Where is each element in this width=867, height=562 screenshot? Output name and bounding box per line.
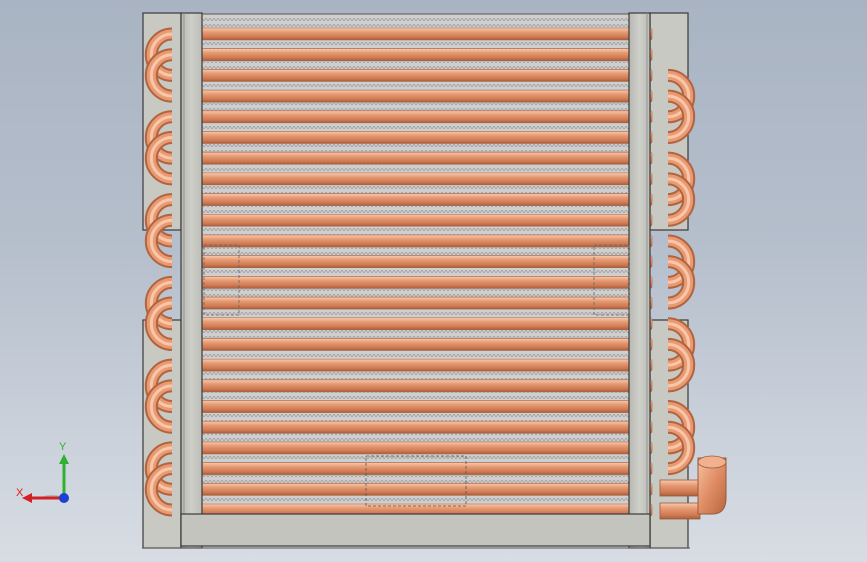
left-tube-sheet bbox=[180, 12, 203, 549]
return-bends bbox=[144, 27, 696, 517]
copper-tube bbox=[195, 89, 653, 103]
tube-bank bbox=[195, 27, 653, 525]
fin-row bbox=[200, 288, 630, 298]
fin-row bbox=[200, 81, 630, 91]
copper-tube bbox=[195, 276, 653, 289]
fin-row bbox=[200, 453, 630, 463]
fin-row bbox=[200, 122, 630, 132]
copper-tube bbox=[195, 69, 653, 82]
brackets bbox=[203, 244, 630, 316]
fin-row bbox=[200, 267, 630, 277]
fin-row bbox=[200, 164, 630, 173]
fin-row bbox=[200, 226, 630, 235]
copper-tube bbox=[195, 213, 653, 227]
copper-tube bbox=[195, 462, 653, 475]
axis-triad-graphic bbox=[22, 454, 69, 503]
copper-tube bbox=[195, 131, 653, 144]
copper-tube bbox=[195, 48, 653, 61]
copper-tube bbox=[195, 193, 653, 206]
copper-tube bbox=[195, 172, 653, 186]
copper-tube bbox=[195, 338, 653, 351]
fin-row bbox=[200, 205, 630, 215]
copper-tube bbox=[195, 483, 653, 496]
axis-triad: X Y bbox=[10, 440, 80, 510]
fin-row bbox=[200, 391, 630, 401]
copper-tube bbox=[195, 358, 653, 372]
fin-row bbox=[200, 309, 630, 318]
copper-tube bbox=[195, 234, 653, 248]
copper-tube bbox=[195, 27, 653, 41]
copper-tube bbox=[195, 379, 653, 393]
right-tube-sheet bbox=[628, 12, 651, 549]
copper-tube bbox=[195, 400, 653, 413]
fin-row bbox=[200, 246, 630, 256]
fin-row bbox=[200, 474, 630, 484]
x-axis-label: X bbox=[16, 487, 24, 499]
fin-row bbox=[200, 412, 630, 422]
copper-tube bbox=[195, 151, 653, 165]
fin-row bbox=[200, 371, 630, 380]
fin-row bbox=[200, 60, 630, 70]
fin-row bbox=[200, 350, 630, 360]
y-axis-label: Y bbox=[59, 441, 67, 453]
copper-tube bbox=[195, 441, 653, 455]
inlet-elbow bbox=[659, 455, 727, 520]
copper-tube bbox=[195, 317, 653, 331]
copper-tube bbox=[195, 255, 653, 268]
copper-tube bbox=[195, 296, 653, 310]
fin-row bbox=[200, 329, 630, 339]
fin-row bbox=[200, 433, 630, 442]
fin-row bbox=[200, 143, 630, 153]
copper-tube bbox=[195, 110, 653, 124]
bottom-base bbox=[142, 455, 690, 549]
fin-row bbox=[200, 495, 630, 504]
fin-row bbox=[200, 102, 630, 111]
fin-row bbox=[200, 40, 630, 49]
copper-tube bbox=[195, 420, 653, 434]
fin-row bbox=[200, 184, 630, 194]
z-axis bbox=[59, 493, 69, 503]
